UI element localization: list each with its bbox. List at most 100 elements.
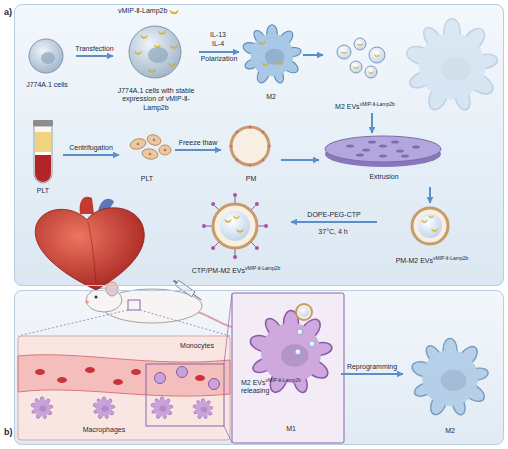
platelets <box>129 133 171 160</box>
extracellular-vesicles <box>337 38 385 78</box>
step-label-text: Freeze thaw <box>179 139 218 146</box>
transfected-cell <box>169 63 175 66</box>
tissue-inset: MonocytesMacrophages <box>19 337 231 441</box>
step-label: Centrifugation <box>69 144 113 152</box>
vessel-tissue <box>195 375 205 381</box>
extruder <box>346 140 420 157</box>
heart <box>80 197 94 214</box>
panel-letter: b) <box>4 427 13 437</box>
extracellular-vesicles <box>365 66 377 78</box>
zoom-inset <box>297 329 303 335</box>
zoom-lines <box>140 310 230 336</box>
zoom-lines <box>18 310 128 336</box>
extruder <box>379 144 387 147</box>
caption: PM-M2 EVsvMIP-Ⅱ-Lamp2b <box>377 255 487 265</box>
blood-tube <box>33 120 53 126</box>
extracellular-vesicles <box>369 47 385 63</box>
condition-text: 37°C, 4 h <box>318 228 347 235</box>
cell-figure: J774A.1 cells <box>18 33 76 95</box>
crescent-symbol <box>170 10 178 14</box>
platelet-membrane <box>229 125 270 166</box>
flow-arrow <box>371 113 373 133</box>
extruder <box>379 154 387 157</box>
vessel-tissue <box>35 367 205 385</box>
ctp-vesicle <box>202 193 268 259</box>
extruder <box>396 149 404 152</box>
caption-text: vMIP-Ⅱ-Lamp2b <box>245 265 280 271</box>
caption: Extrusion <box>319 173 449 181</box>
flow-arrow <box>76 55 113 57</box>
transfected-cell <box>148 47 168 63</box>
step-label-text: Centrifugation <box>69 144 113 151</box>
flow-arrow <box>303 54 323 56</box>
flow-arrow <box>175 149 221 151</box>
vesicle-figure: CTP/PM-M2 EVsvMIP-Ⅱ-Lamp2b <box>181 189 291 281</box>
caption-text: M1 <box>286 425 296 432</box>
platelet-membrane <box>229 125 270 166</box>
legend-swatch <box>169 6 179 16</box>
transfected-cell <box>141 35 147 38</box>
ctp-vesicle <box>225 219 231 222</box>
step-label-text: Reprogramming <box>347 363 397 370</box>
condition-text: IL-4 <box>212 40 224 47</box>
vesicle-figure: PM-M2 EVsvMIP-Ⅱ-Lamp2b <box>377 203 487 269</box>
caption: a) <box>4 7 14 18</box>
flow-arrow <box>281 159 319 161</box>
zoom-inset <box>296 304 312 320</box>
ctp-vesicle <box>264 224 268 228</box>
platelets <box>146 133 163 147</box>
vessel-tissue <box>209 379 220 390</box>
syringe <box>193 294 201 300</box>
coated-vesicle <box>412 208 448 244</box>
vessel-tissue <box>131 369 141 375</box>
vessel-tissue <box>57 377 67 383</box>
caption: Macrophages <box>69 426 139 434</box>
transfected-cell <box>135 51 141 54</box>
membrane-figure: PM <box>221 123 281 187</box>
ctp-vesicle <box>255 246 259 250</box>
platelets <box>137 143 140 146</box>
coated-vesicle <box>422 220 428 223</box>
caption-text: M2 <box>266 93 276 100</box>
heart <box>88 222 96 282</box>
blood-tube <box>34 126 52 183</box>
extruder <box>401 154 409 157</box>
m2-macrophage <box>410 338 489 417</box>
platelet-membrane <box>267 144 270 147</box>
coated-vesicle <box>412 208 448 244</box>
ctp-vesicle <box>220 211 250 241</box>
coated-vesicle <box>429 215 434 217</box>
platelet-membrane <box>235 158 238 161</box>
extruder <box>362 148 370 151</box>
condition-text: IL-13 <box>210 31 226 38</box>
blood-tube <box>35 155 51 182</box>
ctp-vesicle <box>234 216 240 219</box>
heart <box>35 208 144 290</box>
zoom-inset <box>299 307 309 317</box>
blood-tube-figure: PLT <box>23 119 63 199</box>
mouse <box>95 296 98 299</box>
vessel-tissue <box>35 369 45 375</box>
macrophage-figure: M2 <box>239 21 303 107</box>
mouse <box>128 300 140 310</box>
zoom-inset <box>295 349 301 355</box>
transfected-cell <box>129 26 181 78</box>
platelets <box>153 139 156 142</box>
vessel-tissue <box>18 336 230 440</box>
platelet-membrane <box>261 158 264 161</box>
platelets <box>164 149 167 152</box>
coated-vesicle <box>418 214 442 238</box>
caption: Monocytes <box>167 342 227 350</box>
caption-text: J774A.1 cells with stable expression of … <box>118 87 195 111</box>
extracellular-vesicles <box>375 54 380 56</box>
blood-tube <box>35 152 51 155</box>
platelet-membrane <box>229 144 232 147</box>
flow-arrow <box>291 221 377 223</box>
panel: b)MonocytesMacrophagesM2 EVsvMIP-Ⅱ-Lamp2… <box>14 290 504 445</box>
caption: M2 EVsvMIP-Ⅱ-Lamp2b <box>323 101 407 111</box>
coated-vesicle <box>432 229 438 232</box>
step-label: Polarization <box>201 55 238 63</box>
step-label: Freeze thaw <box>179 139 218 147</box>
zoom-inset <box>232 293 344 443</box>
caption: PM <box>221 175 281 183</box>
